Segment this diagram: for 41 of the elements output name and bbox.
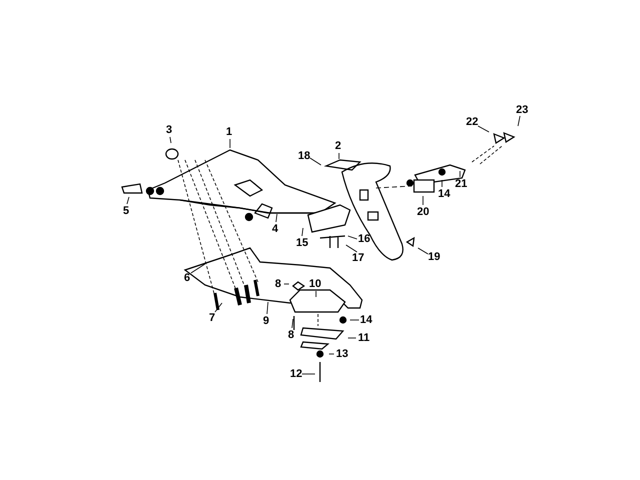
- leader-line: [126, 196, 130, 204]
- callout-number: 6: [184, 272, 190, 284]
- callout-number: 14: [438, 188, 450, 200]
- callout-number: 3: [166, 124, 172, 136]
- callout-number: 10: [309, 278, 322, 290]
- callout-number: 11: [358, 332, 370, 344]
- leader-line: [292, 318, 294, 328]
- callout-number: 14: [360, 314, 372, 326]
- callout-number: 8: [288, 329, 294, 341]
- leader-line: [422, 196, 424, 206]
- callout-number: 19: [428, 251, 440, 263]
- leader-line: [266, 302, 268, 314]
- callout-number: 13: [336, 348, 348, 360]
- leader-line: [170, 136, 172, 144]
- callout-number: 2: [335, 140, 342, 152]
- callout-number: 23: [516, 104, 528, 116]
- callout-number: 21: [455, 178, 468, 190]
- callout-number: 22: [466, 116, 478, 128]
- leader-line: [348, 236, 358, 240]
- leader-line: [418, 248, 428, 254]
- leader-line: [518, 116, 520, 126]
- callout-number: 12: [290, 368, 302, 380]
- callout-number: 8: [275, 278, 282, 290]
- callout-number: 15: [296, 237, 308, 249]
- callout-number: 7: [209, 312, 216, 324]
- callout-number: 16: [358, 233, 370, 245]
- leader-line: [302, 228, 304, 236]
- leader-line: [310, 158, 322, 166]
- callout-number: 4: [272, 223, 278, 235]
- leader-line: [346, 244, 358, 252]
- callout-number: 20: [417, 206, 430, 218]
- callout-number: 17: [352, 252, 364, 264]
- leader-line: [338, 152, 340, 160]
- leader-line: [478, 126, 490, 132]
- callout-number: 1: [226, 126, 232, 138]
- callout-number: 9: [263, 315, 270, 327]
- callout-number: 18: [298, 150, 310, 162]
- callout-number: 5: [123, 205, 130, 217]
- leader-line: [214, 302, 222, 312]
- leader-line: [190, 264, 206, 274]
- leader-line: [276, 214, 278, 222]
